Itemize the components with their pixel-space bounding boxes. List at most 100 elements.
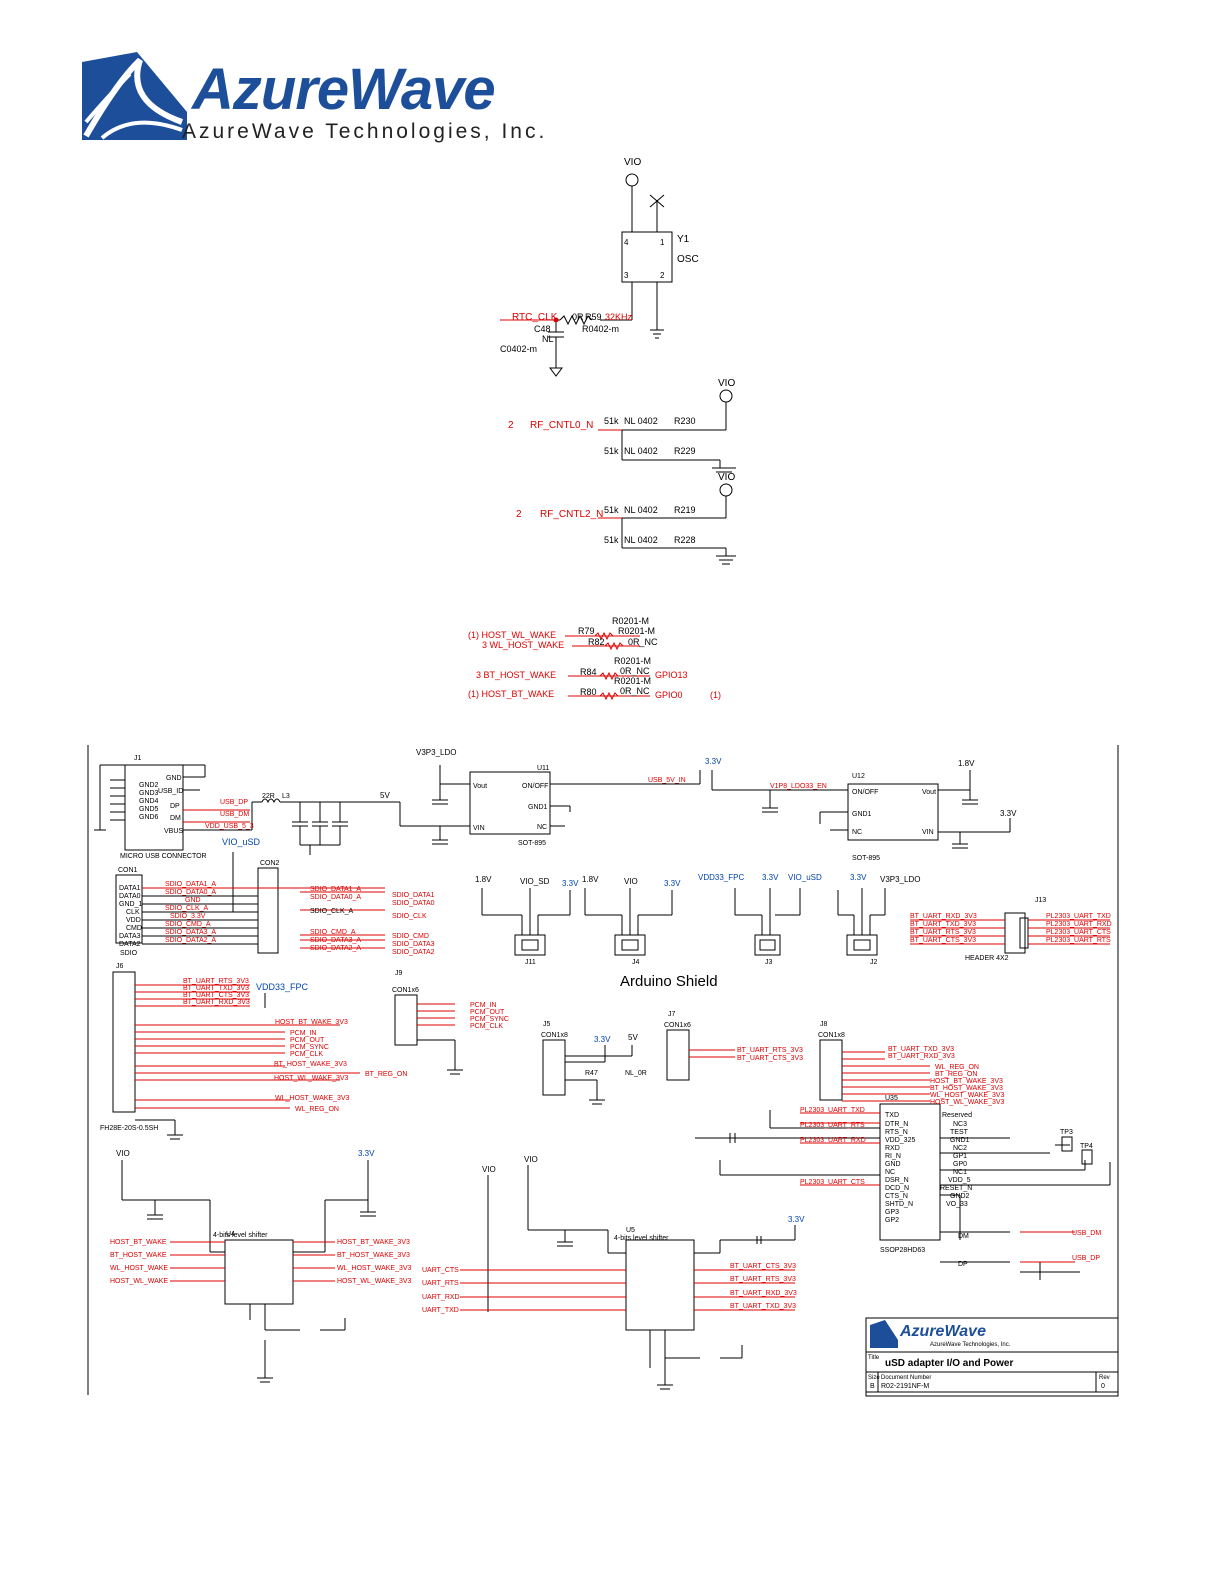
sdio-pin-data1: DATA1: [119, 885, 141, 892]
u5-title: 4-bits level shifter: [614, 1235, 669, 1242]
sdio-net-3v3: SDIO_3.3V: [170, 913, 206, 920]
j5-nl: NL_0R: [625, 1070, 647, 1077]
r59-ref: R59: [585, 312, 602, 322]
u11-onoff: ON/OFF: [522, 783, 548, 790]
jp-1v8-a: 1.8V: [475, 875, 492, 884]
j5-3v3: 3.3V: [594, 1035, 611, 1044]
u12-vout: Vout: [922, 789, 936, 796]
j1-gnd3: GND3: [139, 790, 159, 797]
rf-page-0: 2: [508, 420, 514, 431]
osc-pin1: 1: [660, 238, 665, 247]
j13-r1: PL2303_UART_TXD: [1046, 913, 1111, 920]
u35-r-gnd2: GND2: [950, 1193, 970, 1200]
jp-3v3-a: 3.3V: [562, 879, 579, 888]
sdio-a-clk: SDIO_CLK_A: [310, 908, 354, 915]
j1-gnd6: GND6: [139, 814, 159, 821]
u35-r-test: TEST: [950, 1129, 969, 1136]
wake-host-wl: (1) HOST_WL_WAKE: [468, 630, 556, 640]
usb5v-net: USB_5V_IN: [648, 777, 686, 784]
u35-l-dsr: DSR_N: [885, 1177, 909, 1184]
j6-net-rxd: BT_UART_RXD_3V3: [183, 999, 250, 1006]
jp-3v3-d: 3.3V: [850, 873, 867, 882]
u35-r-gp0: GP0: [953, 1161, 967, 1168]
jp-3v3-c: 3.3V: [762, 873, 779, 882]
v33-u12: 3.3V: [705, 757, 722, 766]
logo-mark-icon: [82, 52, 187, 140]
u12-ref: U12: [852, 773, 865, 780]
u35-net-rxd: PL2303_UART_RXD: [800, 1137, 866, 1144]
r82-ref: R82: [588, 637, 605, 647]
r80-nc: 0R_NC: [620, 686, 650, 696]
u35-l-dcd: DCD_N: [885, 1185, 909, 1192]
u5-r3: BT_UART_RXD_3V3: [730, 1290, 797, 1297]
jp-j11: J11: [525, 959, 536, 966]
j6-net-pcmin: PCM_IN: [290, 1030, 316, 1037]
r80-pkg: R0201-M: [614, 676, 651, 686]
titleblock-doc: R02-2191NF-M: [881, 1383, 929, 1390]
r59-pkg: R0402-m: [582, 324, 619, 334]
arduino-shield-title: Arduino Shield: [620, 973, 718, 990]
j1-pin-gnd: GND: [166, 775, 182, 782]
r80-ref: R80: [580, 687, 597, 697]
u4-r1: HOST_BT_WAKE_3V3: [337, 1239, 410, 1246]
j13-type: HEADER 4X2: [965, 955, 1009, 962]
u35-r-vdd5: VDD_5: [948, 1177, 971, 1184]
sdio-net-cmd: SDIO_CMD_A: [165, 921, 211, 928]
u35-l-rts: RTS_N: [885, 1129, 908, 1136]
titleblock-title-label: Title: [868, 1355, 880, 1361]
r230-value: 51k: [604, 416, 619, 426]
u35-r-reserved: Reserved: [942, 1112, 972, 1119]
j7-type: CON1x6: [664, 1022, 691, 1029]
c48-ref: C48: [534, 324, 551, 334]
j9-pcmclk: PCM_CLK: [470, 1023, 503, 1030]
j1-pin-id: USB_ID: [158, 788, 183, 795]
u4-l4: HOST_WL_WAKE: [110, 1278, 168, 1285]
sdio-net-data2: SDIO_DATA2_A: [165, 937, 216, 944]
rf-cntl0-net: RF_CNTL0_N: [530, 420, 593, 431]
osc-vio-label: VIO: [624, 157, 641, 168]
u12-pkg: SOT-895: [852, 855, 880, 862]
rf-vio-top: VIO: [718, 378, 735, 389]
u4-r2: BT_HOST_WAKE_3V3: [337, 1252, 410, 1259]
u35-l-gnd: GND: [885, 1161, 901, 1168]
u35-l-nc: NC: [885, 1169, 895, 1176]
u4-r3: WL_HOST_WAKE_3V3: [337, 1265, 412, 1272]
j5-r47: R47: [585, 1070, 598, 1077]
r59-value: 0R: [572, 312, 584, 322]
u4-r4: HOST_WL_WAKE_3V3: [337, 1278, 412, 1285]
u35-usb-dp: USB_DP: [1072, 1255, 1100, 1262]
r229-value: 51k: [604, 446, 619, 456]
u4-3v3: 3.3V: [358, 1149, 375, 1158]
j9-type: CON1x6: [392, 987, 419, 994]
j6-net-pcmout: PCM_OUT: [290, 1037, 325, 1044]
c48-value: NL: [542, 334, 554, 344]
r79-pkg2: R0201-M: [618, 626, 655, 636]
j7-ref: J7: [668, 1011, 676, 1018]
j6-ref: J6: [116, 963, 124, 970]
u4-vio: VIO: [116, 1149, 130, 1158]
u35-r-nc1: NC1: [953, 1169, 967, 1176]
u11-gnd1: GND1: [528, 804, 548, 811]
sdio-net-gnd: GND: [185, 897, 201, 904]
j6-net-hostbt: HOST_BT_WAKE_3V3: [275, 1019, 348, 1026]
jp-v3p3-ldo: V3P3_LDO: [880, 875, 920, 884]
v33-u12-vin: 3.3V: [1000, 809, 1017, 818]
u11-pkg: SOT-895: [518, 840, 546, 847]
r219-ref: R219: [674, 505, 696, 515]
usb-dm-net: USB_DM: [220, 811, 249, 818]
gpio0-page: (1): [710, 690, 721, 700]
j6-net-wlreg: WL_REG_ON: [295, 1106, 339, 1113]
v18-label: 1.8V: [958, 759, 975, 768]
j8-wlreg: WL_REG_ON: [935, 1064, 979, 1071]
jp-j3: J3: [765, 959, 773, 966]
u35-l-dtr: DTR_N: [885, 1121, 908, 1128]
r228-value: 51k: [604, 535, 619, 545]
sdio-a-cmd: SDIO_CMD_A: [310, 929, 356, 936]
j1-title: MICRO USB CONNECTOR: [120, 853, 207, 860]
j6-pkg: FH28E-20S-0.5SH: [100, 1125, 158, 1132]
u5-ref: U5: [626, 1227, 635, 1234]
r230-ref: R230: [674, 416, 696, 426]
l3-label: L3: [282, 793, 290, 800]
r229-ref: R229: [674, 446, 696, 456]
